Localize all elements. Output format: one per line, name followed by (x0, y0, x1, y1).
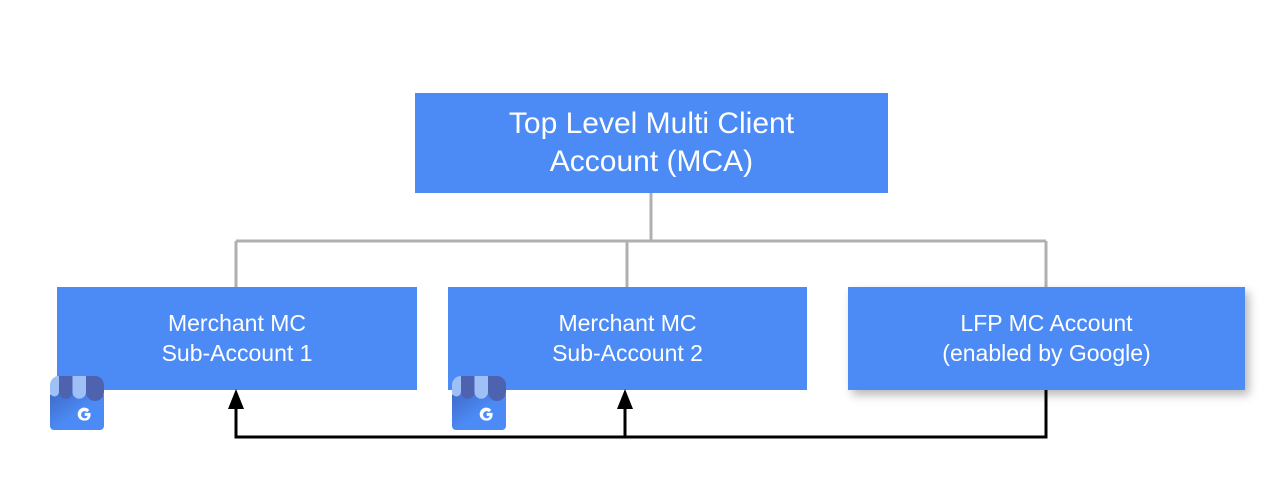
node-lfp-mc-account-line1: LFP MC Account (960, 310, 1133, 337)
node-merchant-sub-account-2-line2: Sub-Account 2 (552, 339, 703, 366)
node-lfp-mc-account[interactable]: LFP MC Account (enabled by Google) (848, 287, 1245, 390)
node-merchant-sub-account-1-line1: Merchant MC (167, 310, 307, 337)
node-top-level-mca[interactable]: Top Level Multi Client Account (MCA) (415, 93, 888, 193)
node-merchant-sub-account-2[interactable]: Merchant MC Sub-Account 2 (448, 287, 807, 390)
node-merchant-sub-account-1[interactable]: Merchant MC Sub-Account 1 (57, 287, 417, 390)
node-top-level-mca-line2: Account (MCA) (549, 145, 754, 178)
node-merchant-sub-account-1-line2: Sub-Account 1 (161, 339, 313, 366)
node-lfp-mc-account-line2: (enabled by Google) (942, 339, 1151, 366)
arrowhead-into-sub1 (228, 389, 244, 409)
google-my-business-icon (452, 376, 506, 430)
google-my-business-icon (50, 376, 104, 430)
arrowhead-into-sub2 (617, 389, 633, 409)
node-top-level-mca-line1: Top Level Multi Client (508, 106, 795, 140)
node-merchant-sub-account-2-line1: Merchant MC (558, 310, 697, 337)
feedback-path-lfp-to-sub1 (234, 390, 1048, 439)
